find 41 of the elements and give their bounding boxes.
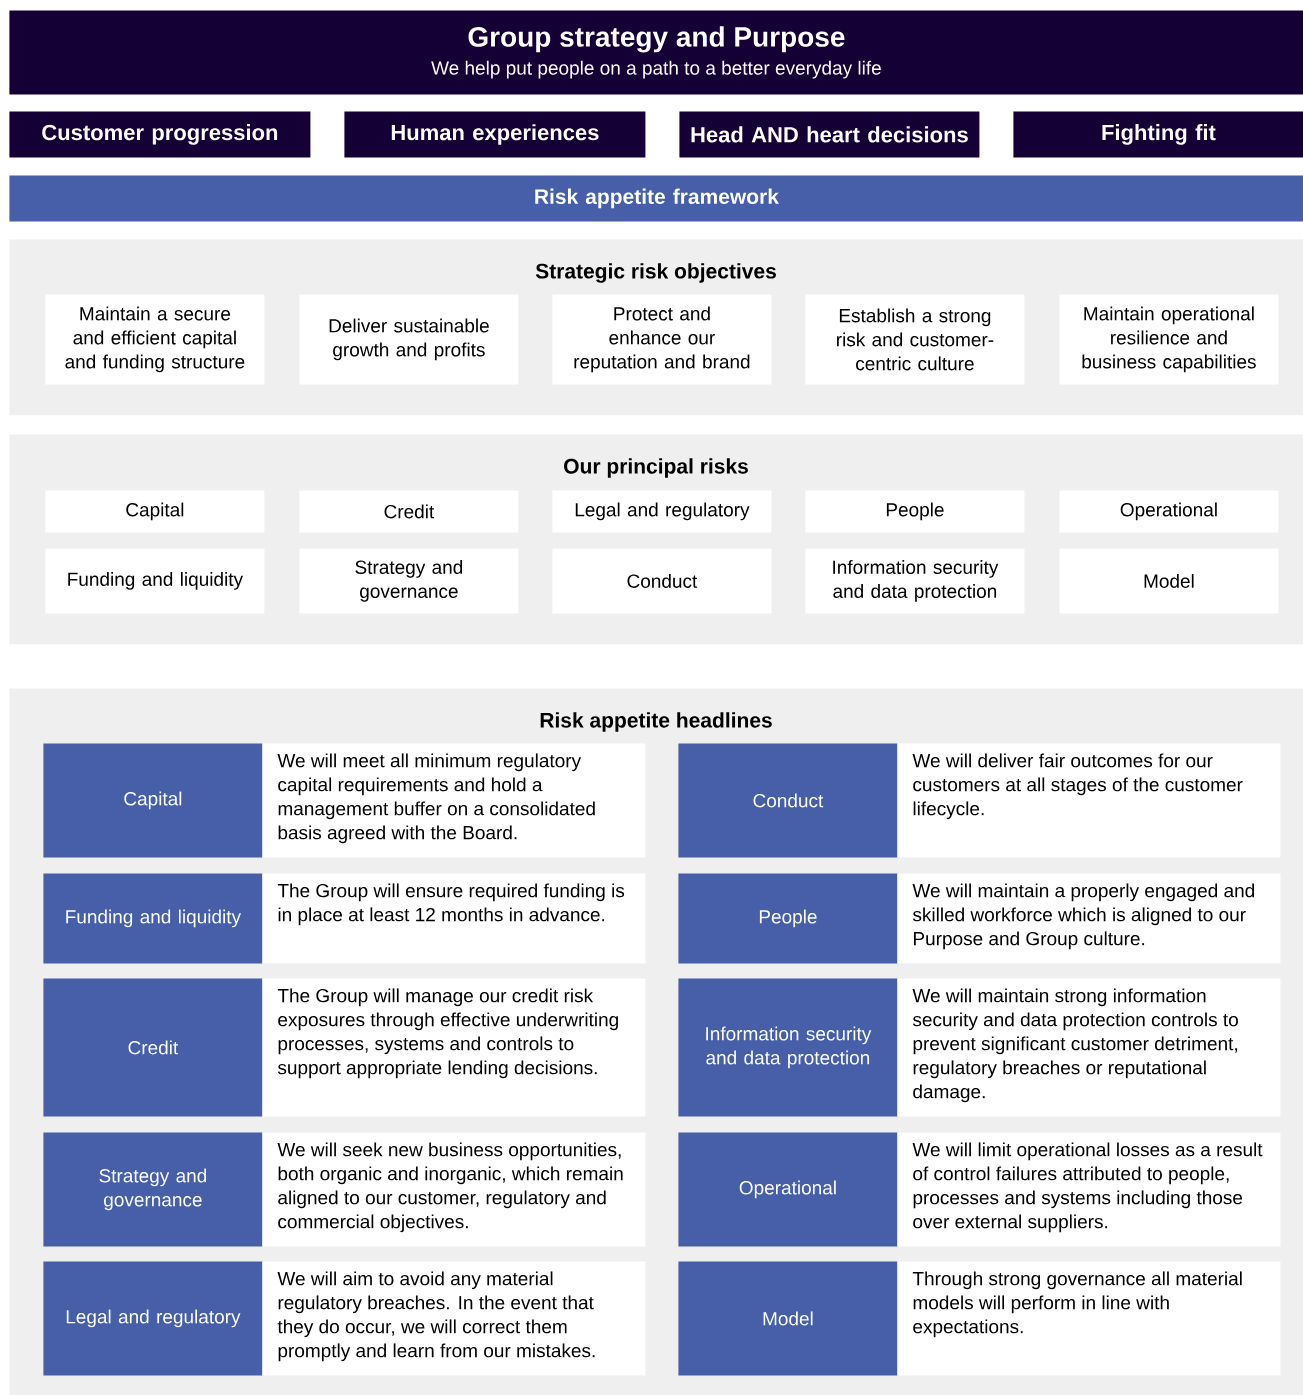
statement-box: We will limit operational losses as a result of control failures attributed to people, processes and systems including those over external suppliers. [897, 1132, 1281, 1247]
item-box: Funding and liquidity [45, 548, 265, 614]
header-banner: Group strategy and Purpose We help put people on a path to a better everyday life [9, 10, 1303, 95]
risk-label-box: Strategy and governance [43, 1132, 263, 1247]
item-box: Deliver sustainable growth and profits [299, 294, 519, 385]
statement-box: We will maintain strong information security and data protection controls to prevent significant customer detriment, regulatory breaches or reputational damage. [897, 978, 1281, 1117]
risk-label-box: Funding and liquidity [43, 873, 263, 964]
pillar-box: Head AND heart decisions [679, 111, 980, 158]
item-box: Maintain a secure and efficient capital and funding structure [45, 294, 265, 385]
item-box: Credit [299, 490, 519, 533]
pillar-box: Human experiences [344, 111, 646, 158]
statement-box: The Group will ensure required funding is in place at least 12 months in advance. [262, 873, 646, 964]
statement-box: The Group will manage our credit risk exposures through effective underwriting processes, systems and controls to support appropriate lending decisions. [262, 978, 646, 1117]
risk-label-box: Operational [678, 1132, 898, 1247]
item-box: Strategy and governance [299, 548, 519, 614]
risk-label-box: Credit [43, 978, 263, 1117]
pillar-box: Fighting fit [1013, 111, 1303, 158]
statement-box: We will aim to avoid any material regulatory breaches. In the event that they do occur, we will correct them promptly and learn from our mistakes. [262, 1261, 646, 1376]
statement-box: We will seek new business opportunities, both organic and inorganic, which remain aligned to our customer, regulatory and commercial objectives. [262, 1132, 646, 1247]
statement-box: We will meet all minimum regulatory capital requirements and hold a management buffer on a consolidated basis agreed with the Board. [262, 743, 646, 858]
pillar-box: Customer progression [9, 111, 311, 158]
item-box: Information security and data protection [805, 548, 1025, 614]
statement-box: We will deliver fair outcomes for our customers at all stages of the customer lifecycle. [897, 743, 1281, 858]
item-box: Conduct [552, 548, 772, 614]
item-box: Capital [45, 490, 265, 533]
risk-label-box: Legal and regulatory [43, 1261, 263, 1376]
item-box: Model [1059, 548, 1279, 614]
risk-label-box: Model [678, 1261, 898, 1376]
item-box: People [805, 490, 1025, 533]
risk-label-box: Information security and data protection [678, 978, 898, 1117]
risk-label-box: Conduct [678, 743, 898, 858]
framework-band: Risk appetite framework [9, 175, 1303, 222]
item-box: Operational [1059, 490, 1279, 533]
risk-label-box: Capital [43, 743, 263, 858]
item-box: Maintain operational resilience and business capabilities [1059, 294, 1279, 385]
statement-box: We will maintain a properly engaged and skilled workforce which is aligned to our Purpose and Group culture. [897, 873, 1281, 964]
item-box: Legal and regulatory [552, 490, 772, 533]
statement-box: Through strong governance all material models will perform in line with expectations. [897, 1261, 1281, 1376]
item-box: Establish a strong risk and customer-centric culture [805, 294, 1025, 385]
item-box: Protect and enhance our reputation and brand [552, 294, 772, 385]
risk-label-box: People [678, 873, 898, 964]
